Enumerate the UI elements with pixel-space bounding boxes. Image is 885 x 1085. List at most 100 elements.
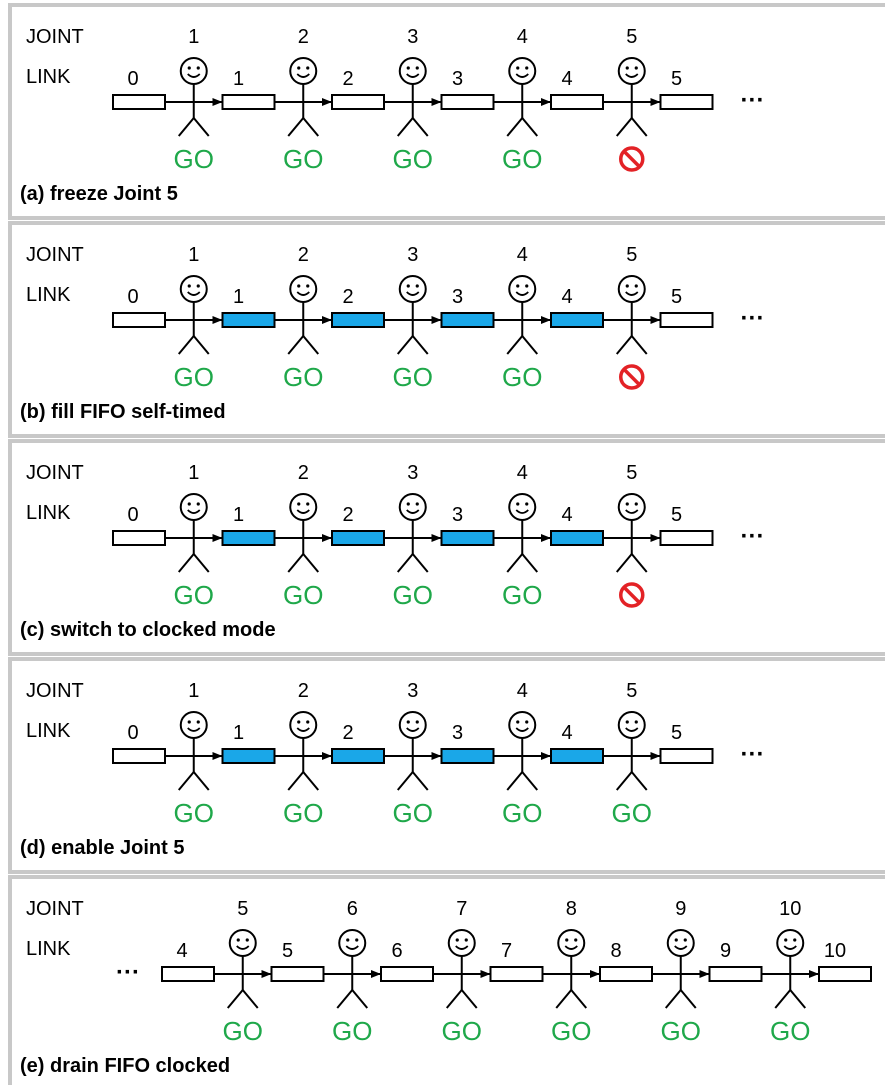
smiley-head-icon [289, 275, 318, 303]
link-row-label: LINK [26, 66, 71, 88]
go-label: GO [283, 362, 323, 392]
panel-border [8, 657, 885, 874]
link-box [440, 94, 495, 110]
link-number: 5 [671, 504, 682, 526]
joint-number: 5 [237, 898, 248, 920]
joint-number: 5 [626, 462, 637, 484]
joint-figure: 3GO [384, 244, 442, 392]
joint-figure: 4GO [493, 26, 551, 174]
joint-number: 5 [626, 26, 637, 48]
joint-figure: 4GO [493, 680, 551, 828]
panel-caption: (a) freeze Joint 5 [20, 183, 178, 205]
joint-figure: 5GO [214, 898, 272, 1046]
joint-number: 4 [517, 680, 528, 702]
ellipsis: ··· [741, 305, 765, 332]
link-number: 0 [127, 504, 138, 526]
joint-number: 4 [517, 462, 528, 484]
joint-number: 8 [566, 898, 577, 920]
link-box [112, 530, 166, 546]
joint-figure: 1GO [165, 26, 223, 174]
joint-figure: 1GO [165, 680, 223, 828]
link-box [599, 966, 653, 982]
smiley-head-icon [338, 929, 367, 957]
link-number: 4 [561, 722, 572, 744]
ellipsis: ··· [741, 87, 765, 114]
link-box [708, 966, 763, 982]
smiley-head-icon [398, 275, 427, 303]
smiley-head-icon [776, 929, 805, 957]
panel-border [8, 221, 885, 438]
link-number: 1 [233, 504, 244, 526]
smiley-head-icon [617, 57, 646, 85]
go-label: GO [502, 362, 542, 392]
go-label: GO [661, 1016, 701, 1046]
link-row-label: LINK [26, 502, 71, 524]
joint-number: 10 [779, 898, 801, 920]
go-label: GO [283, 580, 323, 610]
joint-figure: 2GO [274, 680, 332, 828]
joint-figure: 8GO [542, 898, 600, 1046]
joint-number: 3 [407, 244, 418, 266]
joint-number: 9 [675, 898, 686, 920]
link-number: 4 [561, 286, 572, 308]
link-number: 4 [176, 940, 187, 962]
joint-figure: 1GO [165, 462, 223, 610]
smiley-head-icon [228, 929, 257, 957]
joint-row-label: JOINT [26, 680, 84, 702]
link-box [112, 94, 166, 110]
joint-row-label: JOINT [26, 26, 84, 48]
go-label: GO [612, 798, 652, 828]
link-number: 0 [127, 68, 138, 90]
joint-number: 1 [188, 680, 199, 702]
link-box [112, 748, 166, 764]
link-number: 1 [233, 286, 244, 308]
go-label: GO [393, 144, 433, 174]
link-box [440, 748, 495, 764]
smiley-head-icon [508, 493, 537, 521]
joint-number: 2 [298, 244, 309, 266]
link-number: 2 [342, 286, 353, 308]
go-label: GO [223, 1016, 263, 1046]
link-number: 3 [452, 286, 463, 308]
panel-border [8, 875, 885, 1085]
link-row-label: LINK [26, 938, 71, 960]
link-number: 4 [561, 504, 572, 526]
link-number: 2 [342, 722, 353, 744]
joint-figure: 5 [603, 26, 661, 172]
go-label: GO [502, 144, 542, 174]
smiley-head-icon [179, 275, 208, 303]
joint-number: 2 [298, 26, 309, 48]
smiley-head-icon [617, 275, 646, 303]
go-label: GO [502, 580, 542, 610]
go-label: GO [283, 798, 323, 828]
joint-figure: 4GO [493, 462, 551, 610]
link-row-label: LINK [26, 284, 71, 306]
ellipsis: ··· [116, 959, 140, 986]
link-box [221, 312, 276, 328]
joint-figure: 3GO [384, 26, 442, 174]
joint-row-label: JOINT [26, 462, 84, 484]
link-box [270, 966, 325, 982]
joint-row-label: JOINT [26, 898, 84, 920]
link-box [659, 94, 714, 110]
link-number: 9 [720, 940, 731, 962]
link-number: 3 [452, 504, 463, 526]
link-box [550, 312, 604, 328]
smiley-head-icon [179, 711, 208, 739]
smiley-head-icon [508, 57, 537, 85]
link-number: 0 [127, 722, 138, 744]
link-box [221, 94, 276, 110]
smiley-head-icon [617, 493, 646, 521]
link-row-label: LINK [26, 720, 71, 742]
joint-number: 6 [347, 898, 358, 920]
joint-figure: 3GO [384, 680, 442, 828]
joint-number: 3 [407, 26, 418, 48]
joint-figure: 7GO [433, 898, 491, 1046]
link-number: 5 [671, 286, 682, 308]
joint-row-label: JOINT [26, 244, 84, 266]
link-box [659, 312, 714, 328]
